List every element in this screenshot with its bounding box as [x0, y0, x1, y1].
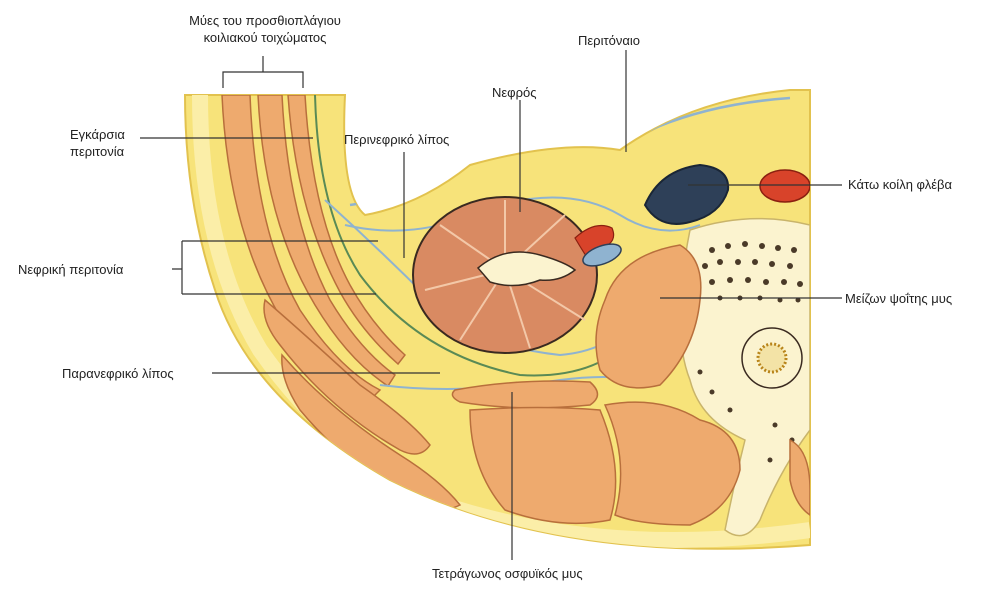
spinal-cord: [758, 344, 786, 372]
label-perirenal-fat: Περινεφρικό λίπος: [344, 131, 449, 148]
label-transverse-fascia: Εγκάρσια περιτονία: [70, 126, 125, 160]
label-quadratus-lumborum: Τετράγωνος οσφυϊκός μυς: [432, 565, 583, 582]
label-muscles-line2: κοιλιακού τοιχώματος: [160, 29, 370, 46]
label-psoas-major: Μείζων ψοΐτης μυς: [845, 290, 952, 307]
label-kidney: Νεφρός: [492, 84, 537, 101]
label-transverse-fascia-line1: Εγκάρσια: [70, 126, 125, 143]
label-pararenal-fat: Παρανεφρικό λίπος: [62, 365, 174, 382]
label-muscles: Μύες του προσθιοπλάγιου κοιλιακού τοιχώμ…: [160, 12, 370, 46]
label-peritoneum: Περιτόναιο: [578, 32, 640, 49]
label-inferior-vena-cava: Κάτω κοίλη φλέβα: [848, 176, 952, 193]
label-muscles-line1: Μύες του προσθιοπλάγιου: [160, 12, 370, 29]
label-renal-fascia: Νεφρική περιτονία: [18, 261, 123, 278]
label-transverse-fascia-line2: περιτονία: [70, 143, 125, 160]
leader-muscles: [223, 56, 303, 88]
kidney: [413, 197, 597, 353]
aorta: [760, 170, 810, 202]
